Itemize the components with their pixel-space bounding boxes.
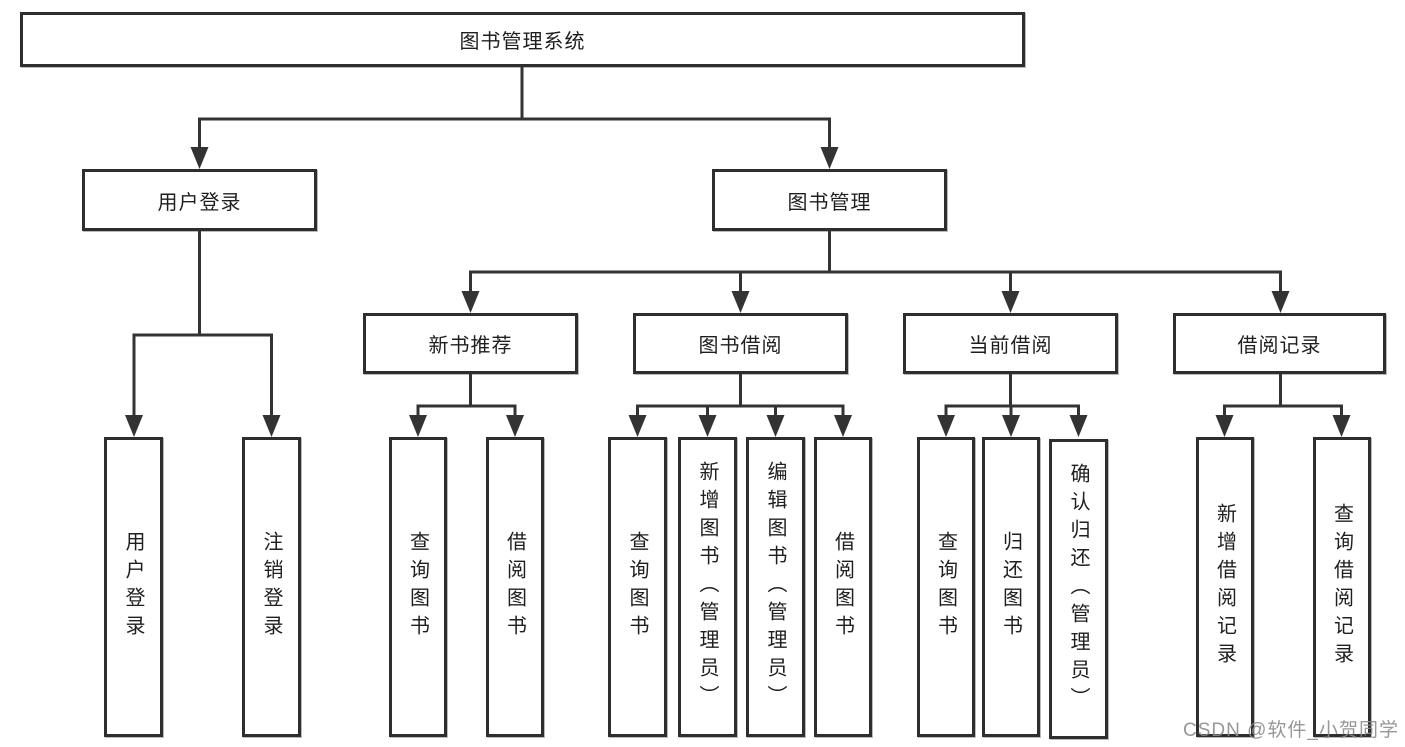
leaf-borrow-query-books: 查询图书 xyxy=(608,437,667,737)
node-book-management: 图书管理 xyxy=(712,169,947,231)
node-root: 图书管理系统 xyxy=(20,12,1025,67)
node-current-borrow-label: 当前借阅 xyxy=(968,335,1053,357)
connector-book-management-to-level3 xyxy=(461,230,1290,313)
node-borrow-records-label: 借阅记录 xyxy=(1237,335,1322,357)
node-new-book-recommend-label: 新书推荐 xyxy=(428,335,513,357)
node-current-borrow: 当前借阅 xyxy=(903,313,1118,374)
node-book-borrow-label: 图书借阅 xyxy=(698,335,783,357)
leaf-newbook-query-books: 查询图书 xyxy=(389,437,447,737)
csdn-watermark: CSDN @软件_小贺同学 xyxy=(1183,720,1399,741)
leaf-borrow-borrow-books-label: 借阅图书 xyxy=(831,531,854,643)
connector-book-borrow-to-leaves xyxy=(628,373,852,437)
leaf-borrow-edit-books-admin: 编辑图书（管理员） xyxy=(746,437,805,737)
leaf-borrow-edit-books-admin-label: 编辑图书（管理员） xyxy=(764,461,786,713)
leaf-records-add-record-label: 新增借阅记录 xyxy=(1213,503,1236,671)
connector-new-book-recommend-to-leaves xyxy=(409,373,524,437)
leaf-current-query-books: 查询图书 xyxy=(917,437,975,737)
leaf-newbook-query-books-label: 查询图书 xyxy=(406,531,429,643)
leaf-records-query-record-label: 查询借阅记录 xyxy=(1330,503,1353,671)
leaf-current-return-books-label: 归还图书 xyxy=(999,531,1022,643)
leaf-newbook-borrow-books: 借阅图书 xyxy=(486,437,544,737)
leaf-current-confirm-return-admin: 确认归还（管理员） xyxy=(1049,439,1108,739)
leaf-borrow-add-books-admin: 新增图书（管理员） xyxy=(678,437,737,737)
leaf-logout: 注销登录 xyxy=(242,437,301,737)
node-borrow-records: 借阅记录 xyxy=(1173,313,1386,374)
leaf-records-add-record: 新增借阅记录 xyxy=(1196,437,1254,737)
leaf-borrow-query-books-label: 查询图书 xyxy=(626,531,648,643)
node-book-borrow: 图书借阅 xyxy=(633,313,848,374)
connector-user-login-to-leaves xyxy=(125,230,281,437)
leaf-records-query-record: 查询借阅记录 xyxy=(1313,437,1371,737)
node-book-management-label: 图书管理 xyxy=(787,191,872,214)
node-user-login: 用户登录 xyxy=(82,169,317,231)
leaf-current-return-books: 归还图书 xyxy=(982,437,1040,737)
leaf-user-login-label: 用户登录 xyxy=(122,531,144,643)
node-user-login-label: 用户登录 xyxy=(157,191,242,214)
leaf-borrow-add-books-admin-label: 新增图书（管理员） xyxy=(696,461,718,713)
leaf-current-confirm-return-admin-label: 确认归还（管理员） xyxy=(1067,463,1089,715)
leaf-logout-label: 注销登录 xyxy=(260,531,282,643)
node-root-label: 图书管理系统 xyxy=(459,31,586,53)
leaf-current-query-books-label: 查询图书 xyxy=(934,531,957,643)
connector-current-borrow-to-leaves xyxy=(937,373,1088,437)
leaf-user-login: 用户登录 xyxy=(104,437,163,737)
leaf-newbook-borrow-books-label: 借阅图书 xyxy=(503,531,526,643)
connector-root-to-level2 xyxy=(190,65,839,169)
connector-borrow-records-to-leaves xyxy=(1215,373,1351,437)
leaf-borrow-borrow-books: 借阅图书 xyxy=(814,437,872,737)
node-new-book-recommend: 新书推荐 xyxy=(363,313,578,374)
